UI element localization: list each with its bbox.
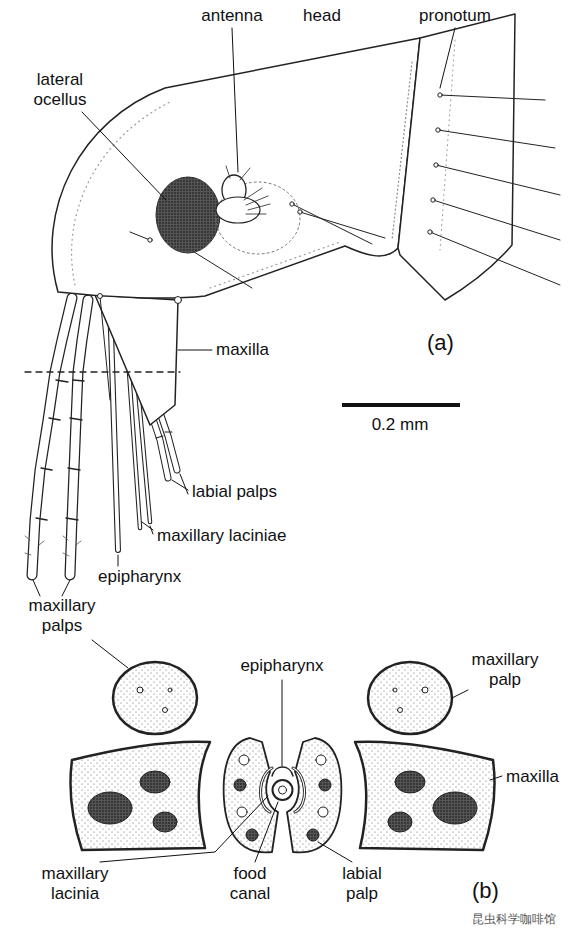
part-label: pronotum — [417, 6, 493, 26]
part-label: antenna — [199, 6, 264, 26]
part-label: maxillary palp — [469, 650, 540, 690]
part-label: epipharynx — [238, 656, 325, 676]
part-label: lateral ocellus — [32, 70, 89, 110]
part-label: head — [301, 6, 343, 26]
part-label: labial palps — [190, 482, 279, 502]
part-label: labial palp — [340, 864, 384, 904]
part-label: food canal — [228, 864, 273, 904]
part-label: maxillary palps — [26, 596, 97, 636]
part-label: epipharynx — [96, 567, 183, 587]
part-label: maxilla — [214, 340, 271, 360]
part-label: maxillary laciniae — [155, 526, 288, 546]
part-label: 昆虫科学咖啡馆 — [470, 912, 558, 926]
part-label: maxilla — [504, 767, 561, 787]
part-label: (b) — [470, 878, 501, 904]
part-label: (a) — [425, 330, 456, 356]
part-label: maxillary lacinia — [39, 864, 110, 904]
part-label: 0.2 mm — [370, 415, 431, 435]
